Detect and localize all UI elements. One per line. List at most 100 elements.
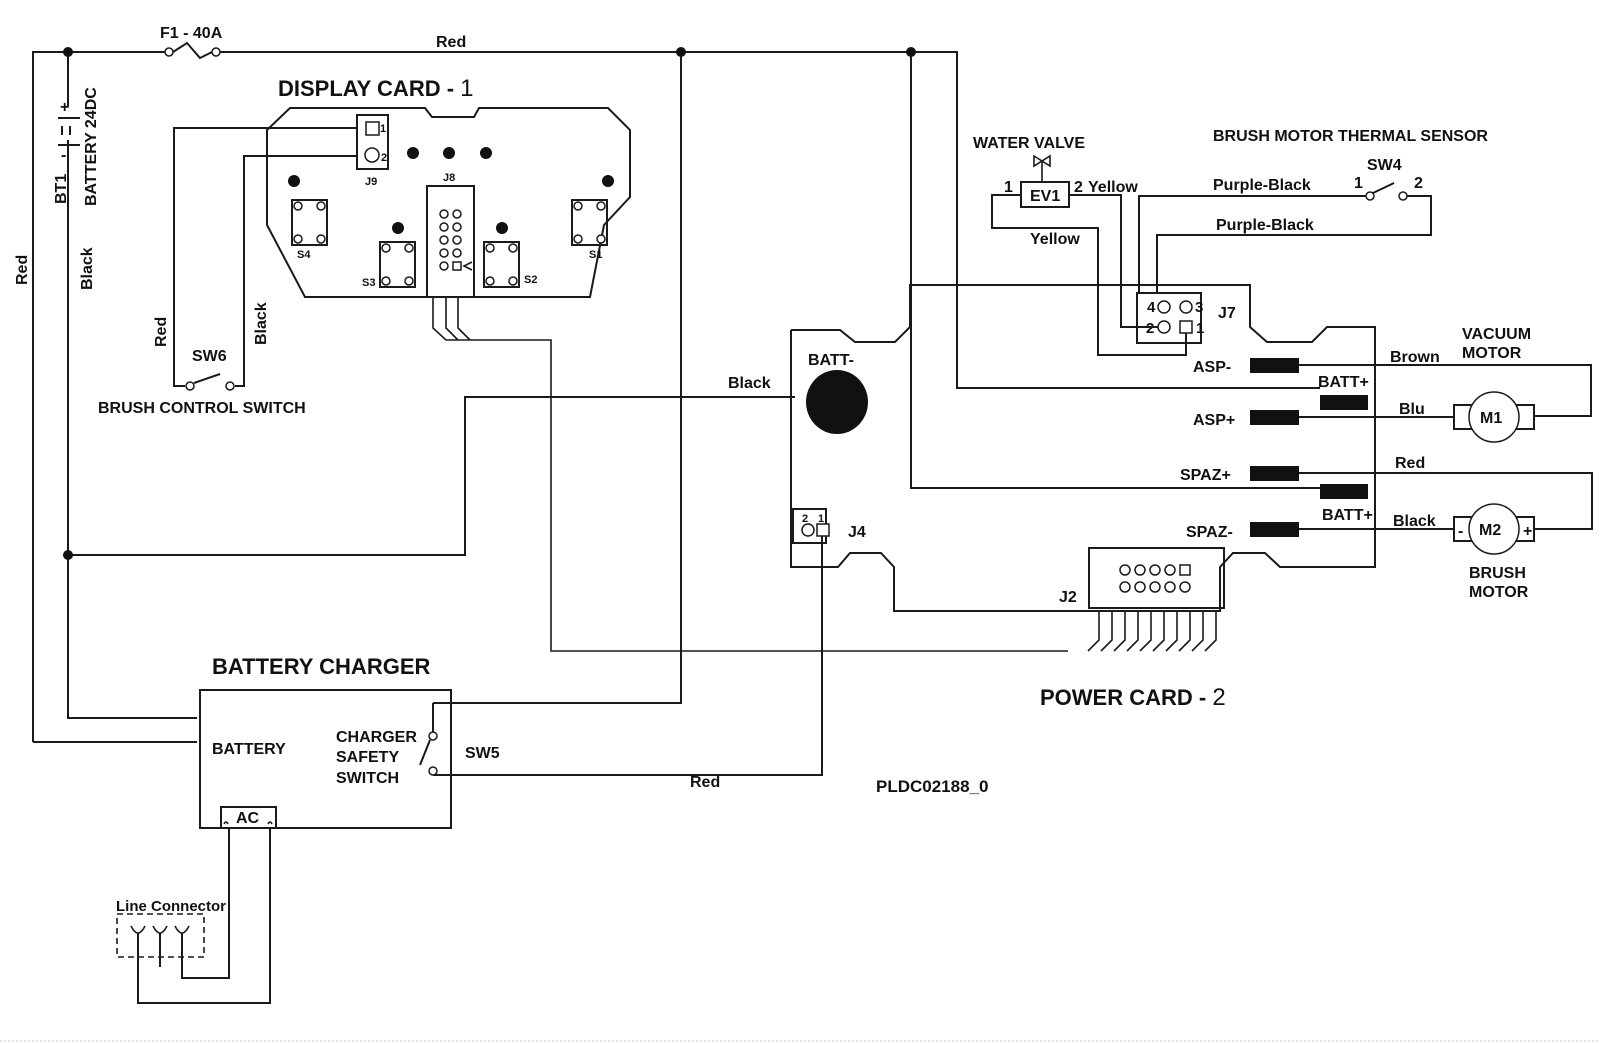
fuse-terminal <box>164 47 174 57</box>
switch-s1: S1 <box>571 199 608 261</box>
wire-label-batt-minus-black: Black <box>728 375 771 392</box>
motor-icon <box>1468 391 1520 443</box>
wire-label-purple-black-2: Purple-Black <box>1216 217 1314 234</box>
motor-icon <box>1468 503 1520 555</box>
wire-label-blu: Blu <box>1399 401 1425 418</box>
ev1-ref: EV1 <box>1030 188 1060 205</box>
led-icon <box>407 147 419 159</box>
terminal-asp-minus: ASP- <box>1193 358 1299 376</box>
display-card-title: DISPLAY CARD - 1 <box>278 75 474 102</box>
wire-label-top-red: Red <box>436 34 466 51</box>
j9-pin1-label: 1 <box>380 123 386 135</box>
display-card: DISPLAY CARD - 1 1 2 J9 S4 S3 <box>266 75 631 298</box>
svg-text:VACUUM: VACUUM <box>1462 326 1531 343</box>
svg-text:J2: J2 <box>1059 589 1077 606</box>
fuse-terminal <box>211 47 221 57</box>
fuse-label: F1 - 40A <box>160 25 223 42</box>
svg-text:J4: J4 <box>848 524 866 541</box>
wire-label-red: Red <box>1395 455 1425 472</box>
svg-text:MOTOR: MOTOR <box>1462 345 1522 362</box>
power-card: BATT- 2 1 J4 4 3 2 1 J7 <box>790 284 1376 711</box>
wire-label-left-red: Red <box>14 255 31 285</box>
svg-text:J7: J7 <box>1218 305 1236 322</box>
wire-label-sw6-red: Red <box>153 317 170 347</box>
svg-text:S1: S1 <box>589 249 602 261</box>
sw5-ref: SW5 <box>465 745 500 762</box>
sw6-label: BRUSH CONTROL SWITCH <box>98 400 306 417</box>
j7-connector: 4 3 2 1 J7 <box>1136 292 1236 344</box>
battery-plus: + <box>60 99 69 116</box>
svg-text:BRUSH: BRUSH <box>1469 565 1526 582</box>
junction-dots <box>63 47 916 560</box>
ac-input <box>220 806 277 829</box>
fuse-icon <box>172 41 213 60</box>
water-valve: WATER VALVE EV1 1 2 Yellow Yellow <box>973 135 1138 248</box>
switch-contact-icon <box>1372 182 1395 194</box>
switch-s2: S2 <box>483 241 537 288</box>
svg-text:2: 2 <box>1074 179 1083 196</box>
batt-minus-label: BATT- <box>808 352 854 369</box>
power-card-title: POWER CARD - 2 <box>1040 684 1226 711</box>
led-icon <box>602 175 614 187</box>
junction-dot <box>676 47 686 57</box>
svg-text:M1: M1 <box>1480 410 1502 427</box>
j2-ribbon <box>1087 611 1217 652</box>
charger-battery-label: BATTERY <box>212 741 286 758</box>
svg-text:S4: S4 <box>297 249 311 261</box>
svg-text:AC: AC <box>236 810 260 827</box>
j9-label: J9 <box>365 176 377 188</box>
j9-pin2-label: 2 <box>381 152 387 164</box>
sw4-ref: SW4 <box>1367 157 1402 174</box>
svg-text:M2: M2 <box>1479 522 1501 539</box>
svg-text:S3: S3 <box>362 277 375 289</box>
plug-prongs-icon <box>130 925 190 934</box>
junction-dot <box>906 47 916 57</box>
brush-motor-m2: M2 - + BRUSH MOTOR <box>1453 503 1535 601</box>
svg-text:SPAZ+: SPAZ+ <box>1180 467 1231 484</box>
charger-title: BATTERY CHARGER <box>212 654 430 679</box>
wire-label-left-black: Black <box>79 247 96 290</box>
thermal-sensor-sw4: BRUSH MOTOR THERMAL SENSOR SW4 1 2 Purpl… <box>1213 128 1488 234</box>
svg-text:SPAZ-: SPAZ- <box>1186 524 1233 541</box>
svg-text:1: 1 <box>818 513 824 525</box>
wire-label-sw6-black: Black <box>253 302 270 345</box>
thermal-sensor-title: BRUSH MOTOR THERMAL SENSOR <box>1213 128 1488 145</box>
terminal-spaz-minus: SPAZ- <box>1186 522 1299 541</box>
svg-text:1: 1 <box>1354 175 1363 192</box>
svg-text:MOTOR: MOTOR <box>1469 584 1529 601</box>
battery-charger: BATTERY CHARGER BATTERY CHARGER SAFETY S… <box>199 654 500 829</box>
svg-text:-: - <box>1458 523 1463 540</box>
wire-label-brown: Brown <box>1390 349 1440 366</box>
switch-contact-icon <box>419 739 431 766</box>
display-card-outline <box>266 107 631 298</box>
power-card-outline <box>790 284 1376 612</box>
svg-text:+: + <box>1523 523 1532 540</box>
vacuum-motor-m1: VACUUM MOTOR M1 <box>1453 326 1535 443</box>
svg-text:BATT+: BATT+ <box>1318 374 1369 391</box>
wire-label-ev1-yellow: Yellow <box>1088 179 1138 196</box>
switch-contact-icon <box>193 373 221 384</box>
switch-s4: S4 <box>291 199 328 261</box>
svg-text:2: 2 <box>802 513 808 525</box>
wire-label-ev1-yellow-1: Yellow <box>1030 231 1080 248</box>
terminal-batt-plus-1: BATT+ <box>1318 374 1369 410</box>
junction-dot <box>63 550 73 560</box>
battery-label: BATTERY 24DC <box>83 87 100 206</box>
water-valve-title: WATER VALVE <box>973 135 1085 152</box>
j8-connector: J8 <box>426 172 475 298</box>
svg-text:2: 2 <box>1146 320 1154 337</box>
svg-text:1: 1 <box>1004 179 1013 196</box>
led-icon <box>392 222 404 234</box>
main-wires <box>32 51 1320 776</box>
switch-s3: S3 <box>362 241 416 289</box>
batt-minus-terminal <box>806 370 868 434</box>
svg-text:SWITCH: SWITCH <box>336 770 399 787</box>
battery-ref: BT1 <box>53 174 70 204</box>
j9-connector <box>356 114 389 170</box>
line-connector: Line Connector <box>116 828 271 1004</box>
fuse-f1: F1 - 40A <box>160 25 223 60</box>
led-icon <box>480 147 492 159</box>
led-icon <box>496 222 508 234</box>
terminal-spaz-plus: SPAZ+ <box>1180 466 1299 484</box>
